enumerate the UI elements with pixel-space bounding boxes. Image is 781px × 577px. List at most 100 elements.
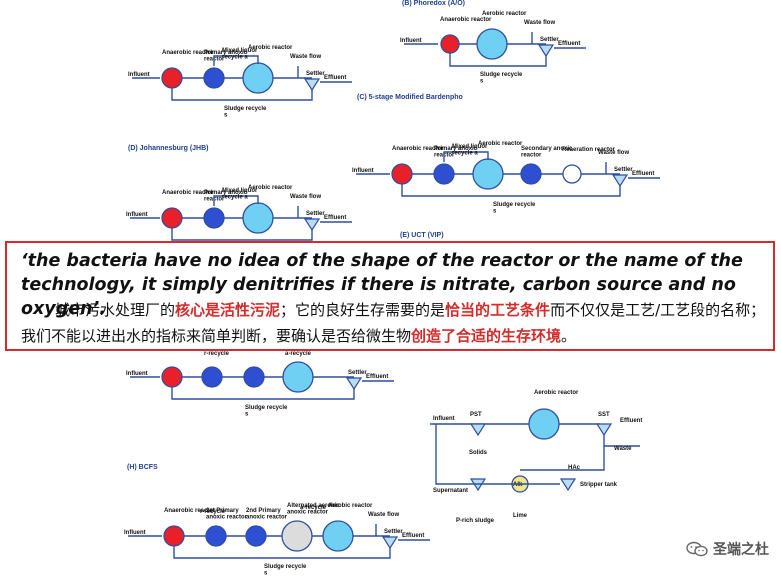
- sludge-recycle-line: [173, 546, 391, 559]
- watermark: 圣端之杜: [686, 539, 769, 559]
- settler: [611, 174, 629, 188]
- anaerobic-reactor-label: Anaerobic reactor: [162, 190, 214, 196]
- effluent-label: Effluent: [324, 215, 346, 221]
- anaerobic-reactor: [161, 366, 183, 388]
- influent-label: Influent: [352, 168, 374, 174]
- influent-label: Influent: [433, 416, 455, 422]
- anaerobic-reactor-label: Anaerobic reactor: [164, 508, 216, 514]
- lime-label: Lime: [513, 513, 528, 519]
- sludge-recycle-line: [401, 184, 621, 197]
- p-rich-sludge-label: P-rich sludge: [456, 518, 495, 524]
- supernatant-label: Supernatant: [433, 488, 468, 494]
- aerobic-reactor-label: Aerobic reactor: [248, 45, 293, 51]
- settler: [345, 377, 363, 391]
- aerobic-reactor: [528, 408, 560, 440]
- influent-label: Influent: [400, 38, 422, 44]
- effluent-label: Effluent: [402, 533, 424, 539]
- mixed-liquor-line: [213, 195, 259, 206]
- panel-e-title: (E) UCT (VIP): [400, 232, 444, 239]
- quote-text: 而不仅仅是工艺/工艺段的名称；我们不能以进出水的指标来简单判断，要确认是否给微生…: [21, 301, 766, 345]
- aerobic-reactor-label: Aerobic reactor: [482, 11, 527, 17]
- first-anoxic-reactor: [205, 525, 227, 547]
- stripper-tank-label: Stripper tank: [580, 482, 618, 488]
- waste-flow-label: Waste flow: [290, 194, 321, 200]
- sludge-recycle-line: [171, 228, 313, 241]
- anaerobic-reactor-label: Anaerobic reactor: [162, 50, 214, 56]
- anaerobic-reactor-label: Anaerobic reactor: [392, 146, 444, 152]
- effluent-label: Effluent: [366, 374, 388, 380]
- pst-label: PST: [470, 412, 482, 418]
- alternated-reactor: [281, 520, 313, 552]
- aerobic-reactor: [282, 361, 314, 393]
- anoxic-reactor: [433, 163, 455, 185]
- anaerobic-reactor: [161, 207, 183, 229]
- return-line: [520, 446, 605, 471]
- settler-label: Settler: [614, 167, 633, 173]
- sst: [595, 423, 613, 437]
- settler: [537, 44, 555, 58]
- mixed-liquor-line: [213, 55, 259, 66]
- anoxic-reactor: [203, 67, 225, 89]
- watermark-text: 圣端之杜: [713, 542, 769, 558]
- supernatant-line: [435, 424, 560, 485]
- anaerobic-reactor: [163, 525, 185, 547]
- settler: [303, 218, 321, 232]
- reaeration-reactor: [562, 164, 582, 184]
- solids-label: Solids: [469, 450, 488, 456]
- anoxic-reactor: [203, 207, 225, 229]
- waste-flow-label: Waste flow: [290, 54, 321, 60]
- secondary-anoxic-reactor: [520, 163, 542, 185]
- a-recycle-label: a-recycle: [285, 351, 312, 357]
- settler-label: Settler: [348, 370, 367, 376]
- alk-label: Alk: [513, 482, 523, 488]
- r-recycle-label: r-recycle: [200, 509, 226, 515]
- panel-h-title: (H) BCFS: [127, 464, 158, 471]
- r-recycle-label: r-recycle: [204, 351, 230, 357]
- reaeration-reactor-label: Reaeration reactor: [562, 147, 616, 153]
- aerobic-reactor: [322, 520, 354, 552]
- sludge-recycle-line: [449, 53, 547, 67]
- quote-chinese: 城市污水处理厂的核心是活性污泥；它的良好生存需要的是恰当的工艺条件而不仅仅是工艺…: [21, 297, 771, 349]
- waste-flow-label: Waste flow: [368, 512, 399, 518]
- stripper-tank: [559, 478, 577, 492]
- anoxic-reactor-2: [243, 366, 265, 388]
- aerobic-reactor-label: Aerobic reactor: [534, 390, 579, 396]
- sludge-recycle-line: [171, 88, 313, 101]
- quote-highlight: 创造了合适的生存环境: [411, 327, 562, 345]
- effluent-label: Effluent: [620, 418, 642, 424]
- aerobic-reactor: [476, 28, 508, 60]
- waste-flow-label: Waste flow: [598, 150, 629, 156]
- waste-flow-label: Waste flow: [524, 20, 555, 26]
- panel-c-title: (C) 5-stage Modified Bardenpho: [357, 94, 463, 101]
- second-anoxic-reactor: [245, 525, 267, 547]
- quote-english: ‘the bacteria have no idea of the shape …: [21, 251, 743, 319]
- settler: [381, 536, 399, 550]
- wechat-icon: [686, 541, 708, 557]
- pst: [469, 423, 487, 437]
- settler: [303, 78, 321, 92]
- quote-text: 城市污水处理厂的: [55, 301, 176, 319]
- aerobic-reactor-label: Aerobic reactor: [248, 185, 293, 191]
- effluent-label: Effluent: [558, 41, 580, 47]
- anaerobic-reactor: [161, 67, 183, 89]
- settler-label: Settler: [384, 529, 403, 535]
- settler-label: Settler: [306, 211, 325, 217]
- influent-label: Influent: [126, 371, 148, 377]
- waste-line: [603, 435, 640, 447]
- sludge-recycle-line: [171, 387, 355, 400]
- settler-label: Settler: [540, 37, 559, 43]
- aerobic-reactor: [242, 202, 274, 234]
- aerobic-reactor: [242, 62, 274, 94]
- anaerobic-reactor-label: Anaerobic reactor: [440, 17, 492, 23]
